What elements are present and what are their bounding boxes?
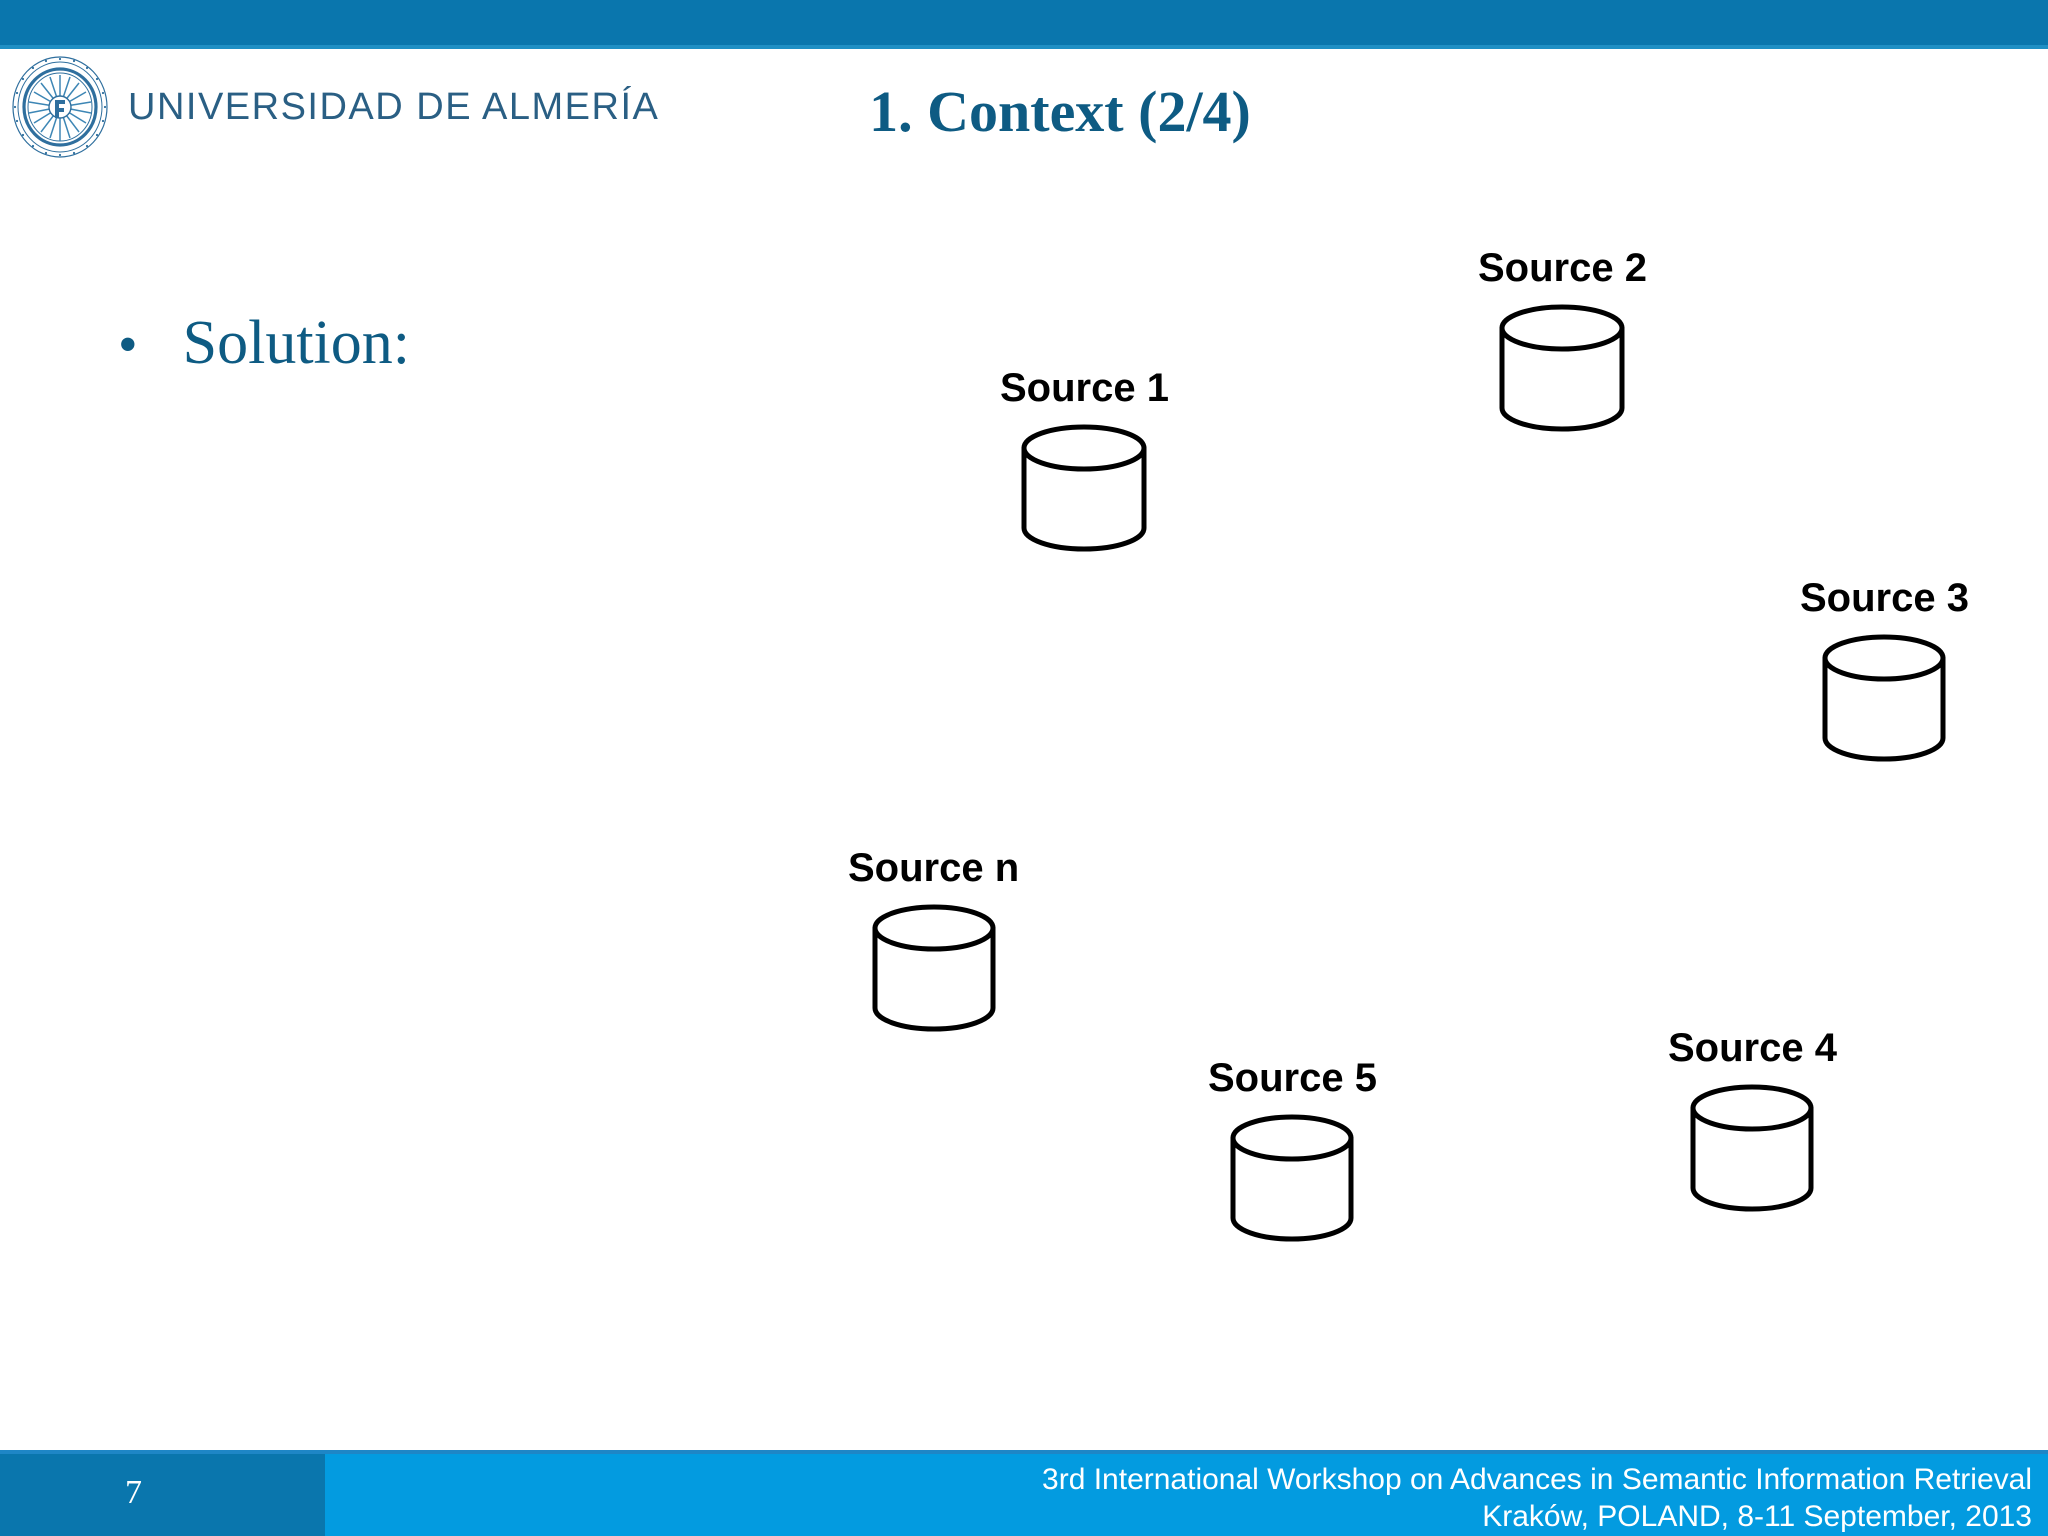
source-label: Source 1 — [1000, 366, 1169, 410]
brand-block: UNIVERSIDAD DE ALMERÍA — [8, 52, 659, 162]
footer-top-rule — [0, 1450, 2048, 1454]
university-name: UNIVERSIDAD DE ALMERÍA — [128, 85, 660, 128]
source-label: Source n — [848, 846, 1020, 890]
university-seal-icon — [8, 55, 112, 159]
footer-conference-info: 3rd International Workshop on Advances i… — [1042, 1462, 2032, 1535]
source-cylinder-wrap — [1478, 302, 1647, 434]
page-title: 1. Context (2/4) — [869, 79, 1251, 144]
source-cylinder-wrap — [1000, 422, 1169, 554]
footer-line-2: Kraków, POLAND, 8-11 September, 2013 — [1482, 1499, 2032, 1533]
top-bar-rule — [0, 45, 2048, 49]
top-decorative-bar — [0, 0, 2048, 45]
sources-diagram: Source 1 Source 2 Source 3 Source n Source 5… — [848, 248, 1969, 1244]
source-node-3: Source 3 — [1800, 578, 1969, 764]
source-node-5: Source 5 — [1208, 1058, 1377, 1244]
source-node-6: Source 4 — [1668, 1028, 1837, 1214]
database-cylinder-icon — [1690, 1084, 1814, 1212]
source-cylinder-wrap — [1208, 1112, 1377, 1244]
source-node-4: Source n — [848, 848, 1019, 1034]
bullet-item-label: Solution: — [182, 309, 410, 377]
footer-line-1: 3rd International Workshop on Advances i… — [1042, 1463, 2032, 1496]
database-cylinder-icon — [872, 904, 996, 1032]
database-cylinder-icon — [1021, 424, 1147, 552]
source-node-1: Source 1 — [1000, 368, 1169, 554]
source-label: Source 3 — [1800, 576, 1969, 620]
database-cylinder-icon — [1499, 304, 1625, 432]
source-label: Source 4 — [1668, 1026, 1837, 1070]
source-node-2: Source 2 — [1478, 248, 1647, 434]
source-label: Source 2 — [1478, 246, 1647, 290]
source-cylinder-wrap — [1800, 632, 1969, 764]
footer-page-block — [0, 1454, 325, 1536]
database-cylinder-icon — [1230, 1114, 1354, 1242]
bullet-marker-icon: • — [118, 314, 138, 376]
footer-bar — [0, 1454, 2048, 1536]
database-cylinder-icon — [1822, 634, 1946, 762]
source-cylinder-wrap — [1668, 1082, 1837, 1214]
bullet-item-solution: • Solution: — [118, 312, 410, 374]
source-cylinder-wrap — [848, 902, 1019, 1034]
source-label: Source 5 — [1208, 1056, 1377, 1100]
page-number: 7 — [125, 1474, 142, 1511]
